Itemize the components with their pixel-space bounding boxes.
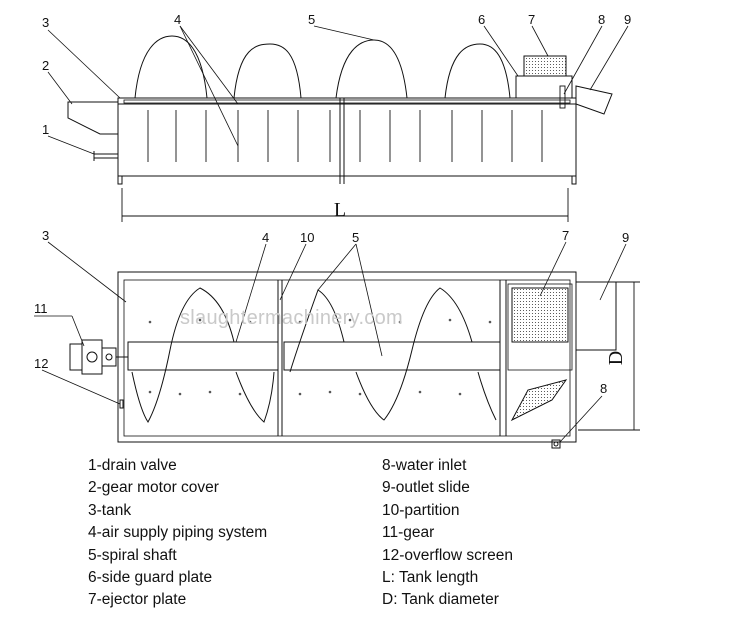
spiral-curve xyxy=(477,371,497,421)
top-callout: 4 xyxy=(174,12,181,27)
bottom-callout: 3 xyxy=(42,228,49,243)
legend-item: 12-overflow screen xyxy=(382,546,513,564)
top-callout: 3 xyxy=(42,15,49,30)
legend-item: 8-water inlet xyxy=(382,457,467,474)
top-callout: 2 xyxy=(42,58,49,73)
bottom-callout: 9 xyxy=(622,230,629,245)
top-callouts: 1 2 3 4 5 6 7 8 9 xyxy=(42,12,631,137)
top-callout: 5 xyxy=(308,12,315,27)
spiral-curve xyxy=(131,287,235,423)
legend-item: 10-partition xyxy=(382,501,460,519)
top-leaders xyxy=(47,25,629,155)
bottom-callout: 11 xyxy=(34,301,48,316)
outlet-slide xyxy=(575,85,613,115)
diameter-dimension xyxy=(578,281,640,431)
length-dimension xyxy=(121,188,569,222)
bottom-callout: 10 xyxy=(300,230,314,245)
shaft-housing-left xyxy=(127,341,279,371)
bottom-callout: 4 xyxy=(262,230,269,245)
legend-item: 4-air supply piping system xyxy=(88,524,268,542)
spiral-curve xyxy=(289,289,345,373)
water-inlet xyxy=(559,85,566,109)
diameter-label: D xyxy=(605,351,627,365)
bottom-callout: 7 xyxy=(562,228,569,243)
legend-item: 11-gear xyxy=(382,524,435,542)
bottom-callouts: 3 4 10 5 7 9 11 12 8 xyxy=(34,228,629,396)
tank-plan-inner xyxy=(123,279,571,437)
legend-item: L: Tank length xyxy=(382,569,479,587)
top-callout: 6 xyxy=(478,12,485,27)
bottom-callout: 12 xyxy=(34,356,48,371)
legend-item: 9-outlet slide xyxy=(382,479,470,497)
spiral-curve xyxy=(355,287,473,421)
plan-view xyxy=(69,271,617,449)
watermark: slaughtermachinery.com xyxy=(180,307,403,329)
spiral-blades xyxy=(147,110,543,162)
legend-item: 1-drain valve xyxy=(88,457,177,474)
ejector-plate xyxy=(523,55,567,77)
gear-motor-cover xyxy=(67,101,119,135)
legend-item: 3-tank xyxy=(88,501,132,519)
ejector-plate-plan xyxy=(511,287,569,343)
bottom-callout: 5 xyxy=(352,230,359,245)
top-callout: 7 xyxy=(528,12,535,27)
tank-body xyxy=(117,97,577,177)
top-callout: 1 xyxy=(42,122,49,137)
dome-2 xyxy=(233,43,302,99)
bottom-leaders xyxy=(34,241,627,443)
air-holes xyxy=(148,318,492,396)
legend-item: 5-spiral shaft xyxy=(88,546,177,564)
water-inlet-plan xyxy=(551,439,561,449)
elevation-view xyxy=(67,35,613,185)
legend-item: 6-side guard plate xyxy=(88,569,213,587)
top-callout: 9 xyxy=(624,12,631,27)
top-callout: 8 xyxy=(598,12,605,27)
legend-item: 7-ejector plate xyxy=(88,591,187,609)
legend-right-column: 8-water inlet 9-outlet slide 10-partitio… xyxy=(382,455,513,612)
air-pipe xyxy=(123,99,571,104)
legend-item: 2-gear motor cover xyxy=(88,479,219,497)
tank-plan-outer xyxy=(117,271,577,443)
legend-item: D: Tank diameter xyxy=(382,591,499,609)
drain-valve xyxy=(93,151,118,161)
legend-left-column: 1-drain valve 2-gear motor cover 3-tank … xyxy=(88,455,267,612)
machine-drawing: L 1 2 3 4 5 6 7 8 9 xyxy=(34,12,640,449)
shaft-housing-right xyxy=(283,341,501,371)
outlet-slide-plan xyxy=(575,281,617,351)
bottom-callout: 8 xyxy=(600,381,607,396)
dome-4 xyxy=(444,43,511,99)
side-guard-plate xyxy=(515,75,573,99)
gear-motor xyxy=(69,339,128,375)
overflow-chute xyxy=(510,379,568,422)
length-label: L xyxy=(334,199,346,221)
dome-1 xyxy=(134,35,208,99)
dome-3 xyxy=(335,39,408,99)
spiral-curve xyxy=(235,371,275,423)
